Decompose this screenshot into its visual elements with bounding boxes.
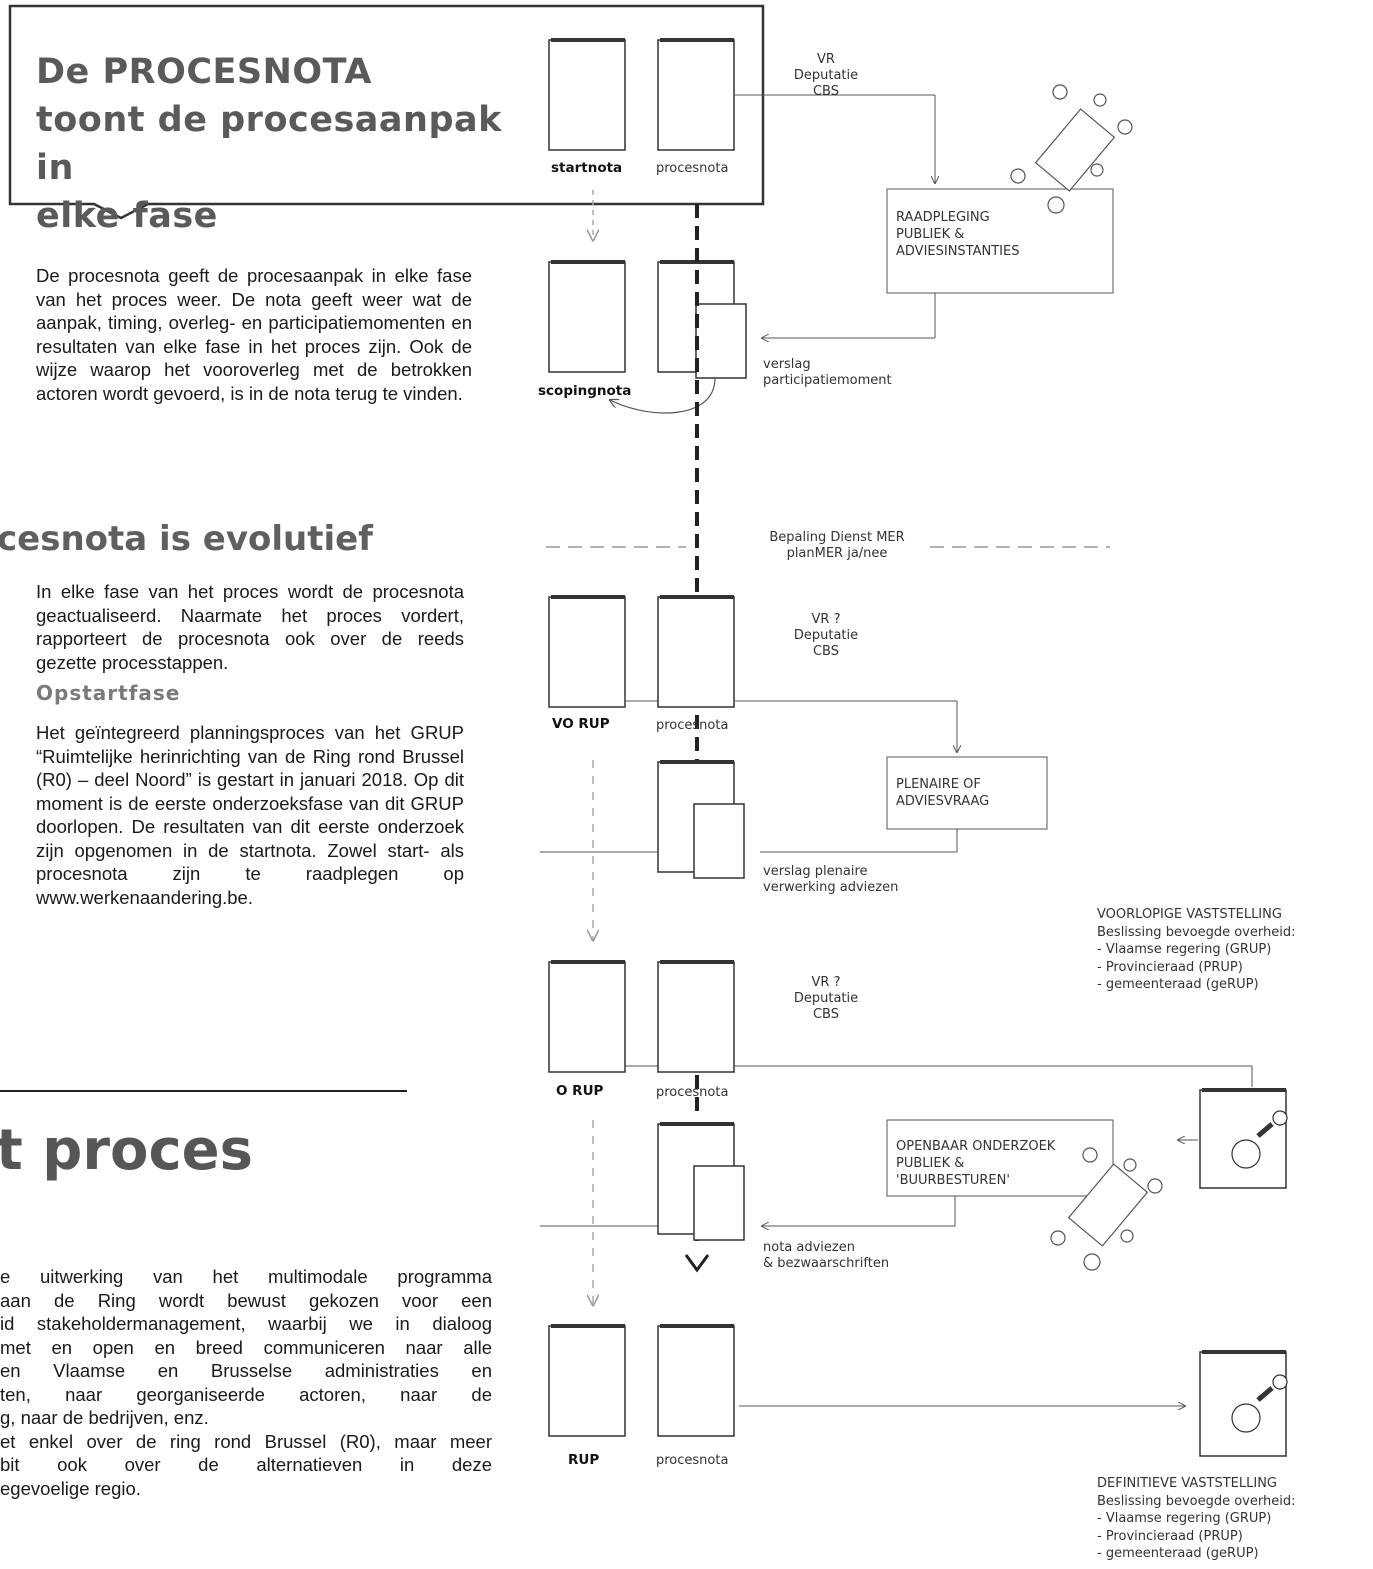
label-nota-adviezen: nota adviezen & bezwaarschriften <box>763 1240 889 1272</box>
proces-line: met en open en breed communiceren naar a… <box>0 1336 492 1358</box>
meeting-table-icon-top <box>1010 84 1133 214</box>
doc-procesnota-1 <box>657 38 735 151</box>
subheading-opstartfase: Opstartfase <box>36 681 181 705</box>
label-line: & bezwaarschriften <box>763 1256 890 1271</box>
label-scopingnota: scopingnota <box>538 383 632 399</box>
box-plenaire <box>886 756 1048 830</box>
decision-line: Deputatie <box>793 991 859 1006</box>
callout-title: De PROCESNOTA toont de procesaanpak in e… <box>36 48 516 240</box>
box-line: ADVIESINSTANTIES <box>896 244 1020 259</box>
box-line: ADVIESVRAAG <box>896 794 990 809</box>
label-verslag-participatie: verslag participatiemoment <box>763 357 892 389</box>
doc-procesnota-7 <box>657 1324 735 1437</box>
label-verslag-plenaire: verslag plenaire verwerking adviezen <box>763 864 898 896</box>
decision-line: CBS <box>812 84 840 99</box>
proces-paragraph: e uitwerking van het multimodale program… <box>0 1265 492 1500</box>
label-line: Bepaling Dienst MER <box>769 530 905 545</box>
decision-line: VR ? <box>811 612 841 627</box>
label-bepaling-mer: Bepaling Dienst MER planMER ja/nee <box>752 530 922 562</box>
doc-procesnota-3 <box>657 595 735 708</box>
label-rup: RUP <box>568 1452 600 1468</box>
doc-procesnota-2 <box>657 260 747 379</box>
label-line: verwerking adviezen <box>763 880 899 895</box>
label-procesnota-5: procesnota <box>656 1085 729 1100</box>
box-raadpleging-text: RAADPLEGING PUBLIEK & ADVIESINSTANTIES <box>896 209 1019 260</box>
label-line: planMER ja/nee <box>786 546 888 561</box>
proces-line: id stakeholdermanagement, waarbij we in … <box>0 1313 492 1334</box>
evolutief-paragraph: In elke fase van het proces wordt de pro… <box>36 581 464 673</box>
label-vo-rup: VO RUP <box>552 716 610 732</box>
decision-line: VR <box>817 52 835 67</box>
doc-startnota <box>548 38 626 151</box>
label-line: verslag plenaire <box>763 864 868 879</box>
box-plenaire-text: PLENAIRE OF ADVIESVRAAG <box>896 776 989 810</box>
label-line: Beslissing bevoegde overheid: <box>1097 924 1296 940</box>
box-line: 'BUURBESTUREN' <box>896 1173 1010 1188</box>
label-startnota: startnota <box>551 160 623 176</box>
label-line: verslag <box>763 357 811 372</box>
decision-line: Deputatie <box>793 68 859 83</box>
proces-line: aan de Ring wordt bewust gekozen voor ee… <box>0 1289 492 1311</box>
doc-o-rup <box>548 960 626 1073</box>
proces-line: et enkel over de ring rond Brussel (R0),… <box>0 1430 492 1452</box>
proces-line: egevoelige regio. <box>0 1477 141 1499</box>
box-openbaar <box>886 1119 1114 1197</box>
label-line: - Provincieraad (PRUP) <box>1097 1528 1243 1544</box>
label-line: - gemeenteraad (geRUP) <box>1097 1546 1259 1561</box>
proces-line: e uitwerking van het multimodale program… <box>0 1266 492 1287</box>
box-line: PLENAIRE OF <box>896 777 981 792</box>
decision-makers-o: VR ? Deputatie CBS <box>786 975 866 1023</box>
callout-title-line2: toont de procesaanpak in <box>36 100 502 188</box>
decision-line: Deputatie <box>793 628 859 643</box>
label-line: - gemeenteraad (geRUP) <box>1097 977 1259 992</box>
proces-line: g, naar de bedrijven, enz. <box>0 1407 209 1428</box>
box-raadpleging <box>886 188 1114 294</box>
box-line: RAADPLEGING <box>896 210 990 225</box>
doc-procesnota-5 <box>657 960 735 1073</box>
decision-document-icon-1 <box>1199 1088 1288 1189</box>
intro-paragraph: De procesnota geeft de procesaanpak in e… <box>36 265 472 404</box>
proces-line: bit ook over de alternatieven in deze <box>0 1454 492 1475</box>
label-o-rup: O RUP <box>556 1083 604 1099</box>
decision-line: CBS <box>812 644 840 659</box>
callout-title-line1: De PROCESNOTA <box>36 52 372 92</box>
label-line: VOORLOPIGE VASTSTELLING <box>1097 907 1282 922</box>
section-heading-proces: t proces <box>0 1118 253 1183</box>
label-definitieve-vaststelling: DEFINITIEVE VASTSTELLING Beslissing bevo… <box>1097 1475 1295 1563</box>
label-line: participatiemoment <box>763 373 892 388</box>
proces-line: en Vlaamse en Brusselse administraties e… <box>0 1360 492 1381</box>
label-line: - Vlaamse regering (GRUP) <box>1097 1511 1272 1526</box>
box-openbaar-text: OPENBAAR ONDERZOEK PUBLIEK & 'BUURBESTUR… <box>896 1138 1055 1189</box>
label-procesnota-1: procesnota <box>656 161 729 176</box>
callout-title-line3: elke fase <box>36 196 218 236</box>
box-line: PUBLIEK & <box>896 1156 965 1171</box>
decision-line: CBS <box>812 1007 840 1022</box>
proces-line: ten, naar georganiseerde actoren, naar d… <box>0 1383 492 1405</box>
doc-rup <box>548 1324 626 1437</box>
label-line: DEFINITIEVE VASTSTELLING <box>1097 1476 1277 1491</box>
decision-document-icon-2 <box>1199 1350 1288 1457</box>
label-line: - Provincieraad (PRUP) <box>1097 959 1243 975</box>
decision-makers-vo: VR ? Deputatie CBS <box>786 612 866 660</box>
doc-procesnota-6 <box>657 1122 745 1241</box>
doc-scopingnota <box>548 260 626 373</box>
label-voorlopige-vaststelling: VOORLOPIGE VASTSTELLING Beslissing bevoe… <box>1097 906 1295 994</box>
decision-line: VR ? <box>811 975 841 990</box>
opstartfase-paragraph: Het geïntegreerd planningsproces van het… <box>36 722 464 908</box>
box-line: PUBLIEK & <box>896 227 965 242</box>
section-heading-evolutief: cesnota is evolutief <box>0 519 373 559</box>
doc-procesnota-4 <box>657 760 745 879</box>
meeting-table-icon-bottom <box>1050 1147 1163 1271</box>
label-procesnota-3: procesnota <box>656 718 729 733</box>
box-line: OPENBAAR ONDERZOEK <box>896 1139 1056 1154</box>
label-procesnota-7: procesnota <box>656 1453 729 1468</box>
decision-makers-top: VR Deputatie CBS <box>786 52 866 100</box>
label-line: nota adviezen <box>763 1240 855 1255</box>
label-line: Beslissing bevoegde overheid: <box>1097 1493 1296 1509</box>
label-line: - Vlaamse regering (GRUP) <box>1097 942 1272 957</box>
doc-vo-rup <box>548 595 626 708</box>
